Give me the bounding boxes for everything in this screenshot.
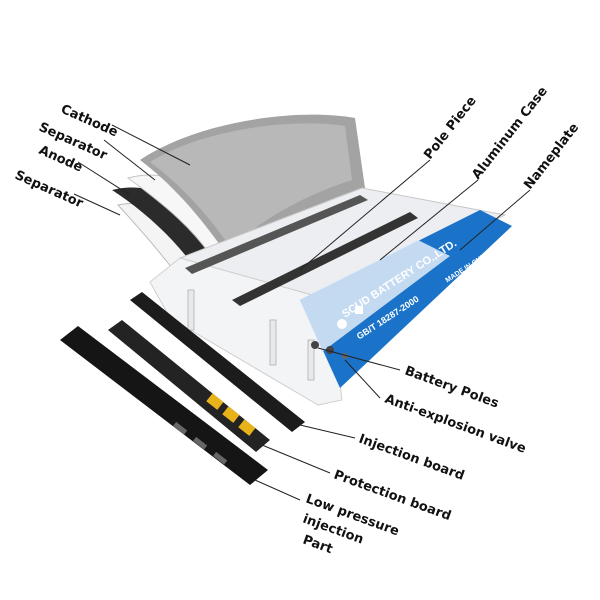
leader-aluminum-case [379, 179, 479, 261]
label-nameplate: Nameplate [521, 120, 582, 192]
leader-anode [77, 161, 131, 196]
label-injection-board: Injection board [357, 432, 467, 484]
contact-gold-3 [238, 419, 256, 436]
protection-board [108, 320, 270, 452]
label-pole-piece: Pole Piece [421, 94, 479, 163]
case-tab-mid [269, 319, 277, 366]
low-pressure-slot-3 [213, 451, 228, 465]
low-pressure-slot-1 [173, 421, 188, 435]
warning-icon [355, 306, 363, 314]
pole-negative [311, 341, 319, 349]
leader-separator-bottom [73, 193, 121, 216]
label-separator-bottom: Separator [12, 168, 85, 212]
leader-protection-board [261, 444, 331, 474]
leader-anti-explosion [344, 359, 381, 399]
label-low-pressure-line3: Part [301, 533, 335, 558]
case-tab-right [307, 339, 315, 381]
recycle-icon [337, 319, 347, 329]
cathode-sheet-highlight [150, 123, 352, 250]
injection-board [130, 292, 305, 432]
leader-cathode [111, 124, 191, 166]
leader-nameplate [459, 189, 531, 251]
leader-low-pressure [254, 479, 301, 501]
low-pressure-body [60, 326, 268, 485]
leader-battery-poles [317, 347, 401, 371]
contact-gold-2 [222, 406, 240, 423]
case-tab-left [187, 289, 195, 331]
leader-lines [73, 124, 531, 501]
low-pressure-part [60, 326, 268, 485]
low-pressure-slot-2 [193, 436, 208, 450]
pole-piece-strip-2 [185, 195, 368, 274]
leader-separator-top [103, 139, 156, 181]
nameplate-panel [300, 210, 512, 388]
contact-gold-1 [206, 393, 224, 410]
pole-piece-strip [232, 212, 418, 306]
leader-injection-board [299, 424, 356, 439]
leader-pole-piece [299, 159, 431, 271]
injection-board-body [130, 292, 305, 432]
